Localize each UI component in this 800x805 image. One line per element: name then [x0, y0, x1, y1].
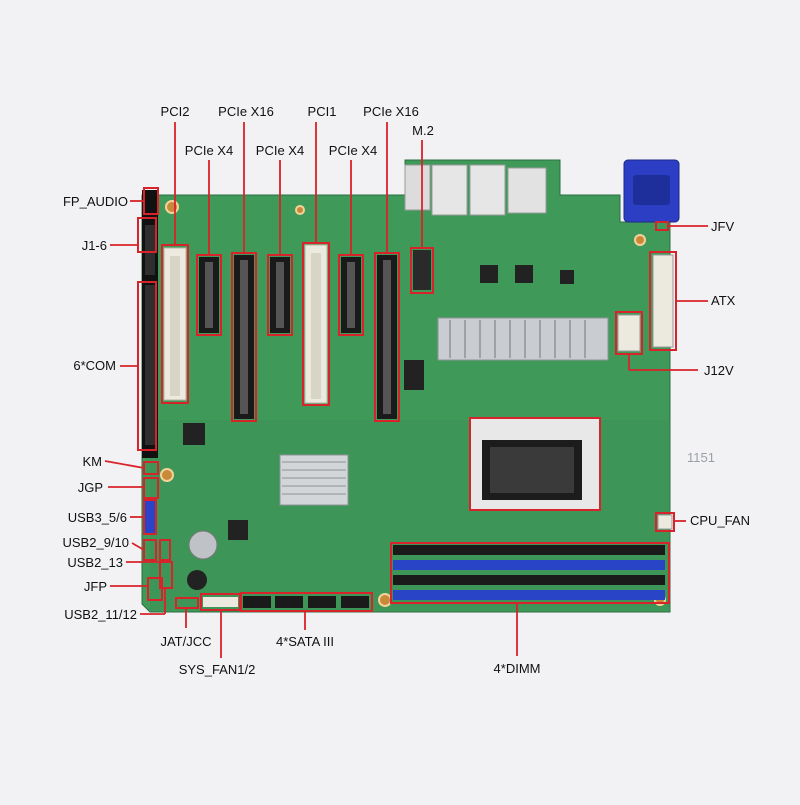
socket-label: 1151: [687, 450, 715, 465]
dimm-slots: [393, 545, 665, 600]
label-jfp: JFP: [83, 579, 107, 594]
label-pcie-x4-a: PCIe X4: [184, 143, 234, 158]
label-jgp: JGP: [77, 480, 103, 495]
sys-fan-headers: [203, 597, 238, 607]
rear-io: [404, 159, 680, 223]
ic-chips: [183, 265, 574, 540]
leader-lines: [104, 122, 708, 658]
label-pcie-x4-b: PCIe X4: [255, 143, 305, 158]
atx-connector: [652, 254, 674, 348]
vrm-heatsink: [437, 317, 609, 361]
label-j12v: J12V: [704, 363, 734, 378]
label-usb2-9-10: USB2_9/10: [62, 535, 130, 550]
label-fp-audio: FP_AUDIO: [62, 194, 128, 209]
label-cpu-fan: CPU_FAN: [690, 513, 750, 528]
label-dimm: 4*DIMM: [493, 661, 541, 676]
j12v-connector: [617, 314, 641, 352]
label-usb2-13: USB2_13: [67, 555, 123, 570]
cpu-socket: [469, 417, 601, 511]
label-pcie-x16-b: PCIe X16: [363, 104, 419, 119]
label-usb2-11-12: USB2_11/12: [64, 607, 137, 622]
pci-slots: [163, 244, 328, 404]
label-m2: M.2: [412, 123, 434, 138]
label-pcie-x16-a: PCIe X16: [218, 104, 274, 119]
label-j1-6: J1-6: [81, 238, 107, 253]
label-pci2: PCI2: [160, 104, 190, 119]
label-sata: 4*SATA III: [275, 634, 335, 649]
label-com: 6*COM: [73, 358, 116, 373]
label-atx: ATX: [711, 293, 736, 308]
cmos-battery: [188, 530, 218, 560]
buzzer: [187, 570, 207, 590]
sata-ports: [243, 596, 369, 608]
label-pcie-x4-c: PCIe X4: [328, 143, 378, 158]
label-sys-fan: SYS_FAN1/2: [178, 662, 256, 677]
pcie-slots: [199, 255, 397, 419]
label-jfv: JFV: [711, 219, 735, 234]
label-pci1: PCI1: [307, 104, 337, 119]
m2-connector: [413, 250, 431, 290]
cpu-fan-connector: [657, 514, 673, 530]
chipset-heatsink: [279, 454, 349, 506]
label-usb3-5-6: USB3_5/6: [67, 510, 127, 525]
label-jat-jcc: JAT/JCC: [160, 634, 212, 649]
usb3-header: [144, 498, 155, 534]
label-km: KM: [82, 454, 103, 469]
